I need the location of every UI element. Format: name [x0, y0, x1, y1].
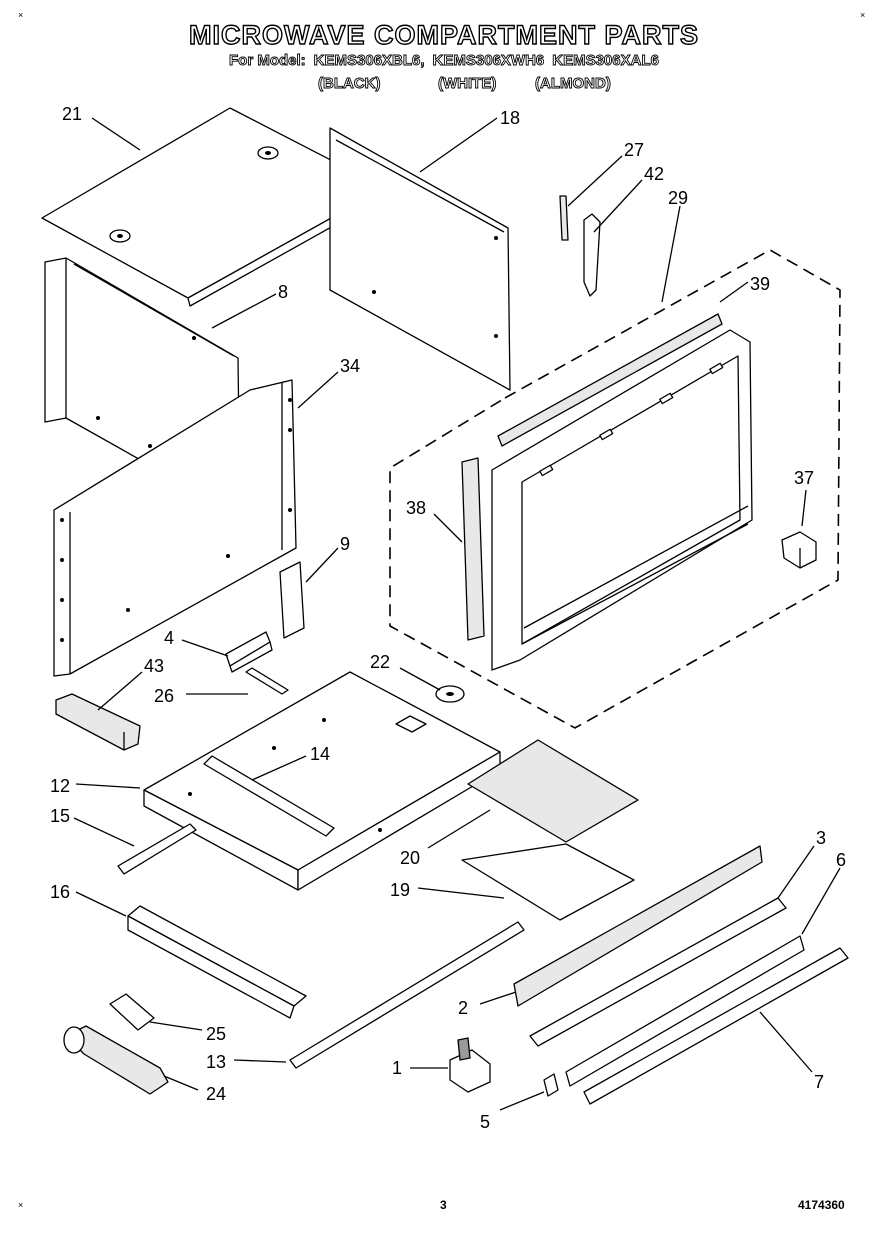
- model-1: KEMS306XBL6,: [313, 52, 425, 70]
- model-line: For Model: KEMS306XBL6, KEMS306XWH6 KEMS306…: [0, 52, 888, 70]
- part-label-18: 18: [500, 108, 520, 128]
- part-39-top-strip: [497, 313, 723, 447]
- part-43-foam-block: [55, 693, 141, 751]
- part-29-assembly-outline: [389, 249, 841, 729]
- corner-mark: ×: [860, 10, 866, 20]
- part-label-34: 34: [340, 356, 360, 376]
- part-label-37: 37: [794, 468, 814, 488]
- part-label-12: 12: [50, 776, 70, 796]
- part-22-grommet: [435, 685, 465, 703]
- corner-mark: ×: [18, 10, 24, 20]
- part-3-trim: [529, 897, 787, 1047]
- door-frame: [491, 329, 753, 671]
- part-label-1: 1: [392, 1058, 402, 1078]
- color-almond: (ALMOND): [535, 75, 612, 93]
- part-42-bracket: [583, 213, 601, 297]
- part-16-rail: [127, 905, 307, 1019]
- page-number: 3: [440, 1198, 447, 1212]
- part-24-duct: [63, 1025, 169, 1095]
- part-14-bracket: [203, 755, 335, 837]
- part-9-plate: [279, 561, 305, 639]
- part-2-perforated-strip: [513, 845, 763, 1007]
- part-6-trim: [565, 935, 805, 1087]
- part-27-strip: [559, 195, 569, 241]
- color-white: (WHITE): [438, 75, 497, 93]
- part-label-39: 39: [750, 274, 770, 294]
- model-3: KEMS306XAL6: [552, 52, 660, 70]
- page-title: MICROWAVE COMPARTMENT PARTS: [188, 19, 699, 50]
- part-18-back-panel: [329, 127, 511, 391]
- part-label-38: 38: [406, 498, 426, 518]
- part-label-4: 4: [164, 628, 174, 648]
- part-label-6: 6: [836, 850, 846, 870]
- document-number: 4174360: [798, 1198, 845, 1212]
- part-label-27: 27: [624, 140, 644, 160]
- part-label-43: 43: [144, 656, 164, 676]
- part-label-9: 9: [340, 534, 350, 554]
- part-37-block: [781, 531, 817, 569]
- part-label-42: 42: [644, 164, 664, 184]
- corner-mark: ×: [18, 1200, 24, 1210]
- part-38-gasket: [461, 457, 485, 641]
- part-label-15: 15: [50, 806, 70, 826]
- part-7-trim: [583, 947, 849, 1105]
- part-label-14: 14: [310, 744, 330, 764]
- part-26-rail: [245, 667, 289, 695]
- leader-lines: [73, 117, 841, 1111]
- part-label-21: 21: [62, 104, 82, 124]
- part-19-cover: [461, 843, 635, 921]
- part-label-7: 7: [814, 1072, 824, 1092]
- part-34-side-panel: [53, 379, 297, 677]
- part-label-2: 2: [458, 998, 468, 1018]
- part-5-clip: [543, 1073, 559, 1097]
- part-1-switch: [449, 1037, 491, 1093]
- part-label-3: 3: [816, 828, 826, 848]
- model-2: KEMS306XWH6: [432, 52, 545, 70]
- model-prefix: For Model:: [229, 52, 307, 70]
- part-label-5: 5: [480, 1112, 490, 1132]
- part-label-25: 25: [206, 1024, 226, 1044]
- part-label-22: 22: [370, 652, 390, 672]
- part-label-8: 8: [278, 282, 288, 302]
- part-label-19: 19: [390, 880, 410, 900]
- part-25-bracket: [109, 993, 155, 1031]
- part-label-24: 24: [206, 1084, 226, 1104]
- part-label-29: 29: [668, 188, 688, 208]
- part-20-filter: [467, 739, 639, 843]
- part-4-bracket: [225, 631, 273, 673]
- part-12-base-plate: [143, 671, 501, 891]
- part-label-20: 20: [400, 848, 420, 868]
- part-15-rail: [117, 823, 197, 875]
- part-labels: 21 18 8 34 27 42 29 39 38 37 9 4 43 26 2…: [50, 104, 846, 1132]
- part-label-16: 16: [50, 882, 70, 902]
- color-black: (BLACK): [318, 75, 381, 93]
- part-13-rail: [289, 921, 525, 1069]
- part-label-26: 26: [154, 686, 174, 706]
- part-label-13: 13: [206, 1052, 226, 1072]
